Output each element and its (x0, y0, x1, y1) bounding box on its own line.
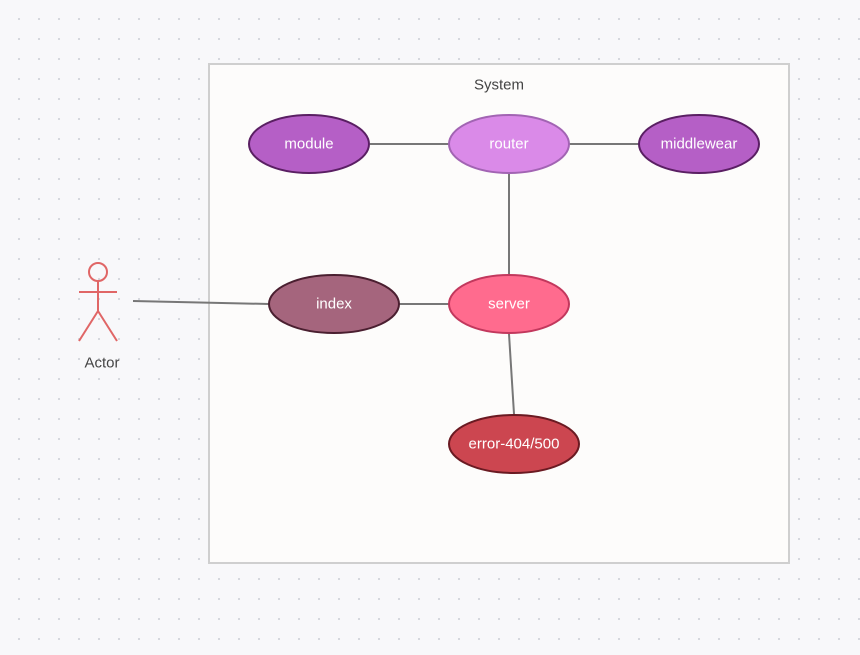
use-case-error-shape (448, 414, 580, 474)
edge-server-error[interactable] (508, 333, 515, 415)
actor-right-leg (97, 310, 118, 342)
system-title: System (474, 77, 524, 94)
use-case-index-label: index (316, 296, 352, 313)
actor-left-leg (78, 310, 99, 342)
use-case-router-shape (448, 114, 570, 174)
use-case-index[interactable]: index (268, 274, 400, 334)
edge-actor-index[interactable] (132, 300, 270, 305)
use-case-middlewear[interactable]: middlewear (638, 114, 760, 174)
use-case-error[interactable]: error-404/500 (448, 414, 580, 474)
use-case-router-label: router (489, 136, 528, 153)
use-case-module-label: module (284, 136, 333, 153)
use-case-middlewear-shape (638, 114, 760, 174)
use-case-module-shape (248, 114, 370, 174)
use-case-server-label: server (488, 296, 530, 313)
actor[interactable]: Actor (78, 262, 120, 372)
actor-head (88, 262, 108, 282)
use-case-server[interactable]: server (448, 274, 570, 334)
actor-icon (78, 262, 118, 342)
use-case-index-shape (268, 274, 400, 334)
use-case-middlewear-label: middlewear (661, 136, 738, 153)
use-case-module[interactable]: module (248, 114, 370, 174)
use-case-error-label: error-404/500 (469, 436, 560, 453)
edges (132, 143, 639, 415)
actor-label: Actor (84, 355, 119, 372)
use-case-server-shape (448, 274, 570, 334)
use-case-router[interactable]: router (448, 114, 570, 174)
